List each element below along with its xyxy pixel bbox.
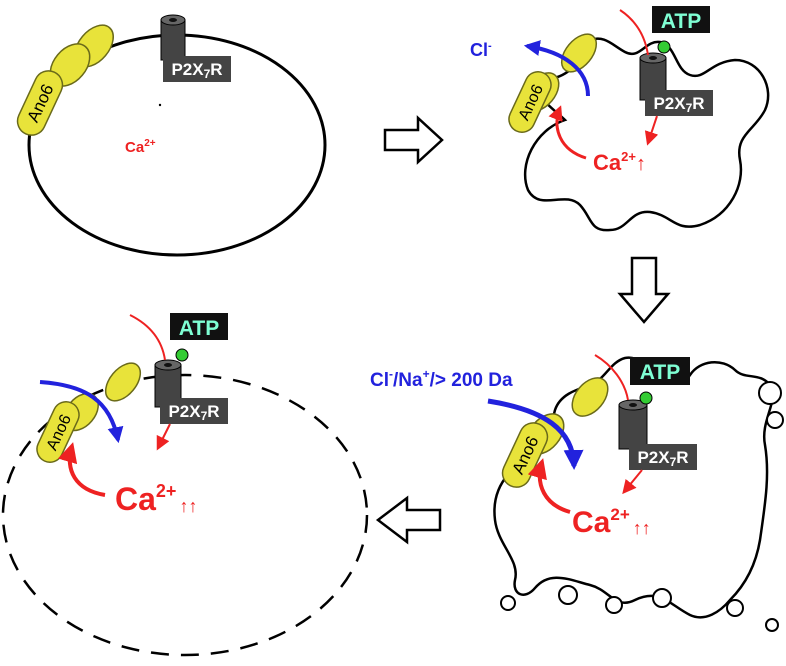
p2x7r-label-box [163,56,231,82]
stage-4-ruptured-cell: Ano6 P2X7R ATP Ca2+↑↑ [1,313,369,657]
membrane-bleb-icon [765,618,779,632]
atp-label: ATP [640,361,680,384]
p2x7r-label: P2X7R [171,60,222,81]
ano6-partner-subunit-icon [104,362,142,402]
p2x7r-pore [169,18,177,22]
p2x7r-receptor-icon: P2X7R [618,399,697,470]
atp-signal-line [129,314,166,361]
calcium-to-ano6-arrow [527,458,571,514]
step-arrow-left-icon [375,495,442,545]
atp-ligand-icon [657,40,671,54]
p2x7r-cylinder-body [160,19,186,61]
membrane-bleb-icon [605,596,623,614]
step-arrow-right-icon [383,115,444,165]
calcium-to-ano6-arrow [548,105,587,160]
p2x7r-label-box [629,444,697,470]
calcium-influx-arrow [644,115,659,146]
p2x7r-receptor-icon: P2X7R [154,359,228,424]
calcium-label: Ca2+↑↑ [115,481,197,517]
calcium-to-ano6-arrow [57,442,106,497]
speck-dot [158,103,162,107]
atp-label: ATP [179,317,219,340]
p2x7r-receptor-icon: P2X7R [639,52,713,116]
stage-1-resting-cell: Ano6 P2X7R Ca2+ [16,14,327,257]
atp-ligand-icon [639,391,653,405]
membrane-bleb-icon [766,411,784,429]
cell-membrane-ruptured [1,373,369,657]
atp-ligand-icon [175,348,189,362]
chloride-label: Cl- [470,40,492,60]
membrane-bleb-icon [726,599,744,617]
atp-label-box [170,313,228,340]
ano6-capsule-icon [508,71,552,133]
ano6-partner-subunit-icon [571,377,609,417]
calcium-influx-arrow [622,469,643,495]
membrane-bleb-icon [758,381,782,405]
atp-signal-line [619,9,649,56]
atp-label-box [652,6,710,33]
membrane-bleb-icon [652,588,672,608]
calcium-label: Ca2+↑↑ [572,505,651,539]
ano6-capsule-icon [36,401,80,463]
membrane-bleb-icon [500,595,516,611]
calcium-label: Ca2+↑ [593,149,646,175]
ion-efflux-label: Cl-/Na+/> 200 Da [370,367,513,391]
cell-membrane-blebbing [493,356,775,619]
atp-label-box [630,357,690,385]
stage-3-blebbing-cell: Ano6 Cl-/Na+/> 200 Da P2X7R ATP Ca2+↑↑ [370,354,784,632]
ano6-channel-icon: Ano6 [16,24,114,136]
p2x7r-label-box [645,90,713,116]
membrane-bleb-icon [558,585,578,605]
p2x7r-label: P2X7R [653,94,704,115]
calcium-influx-arrow [156,423,171,451]
calcium-label: Ca2+ [125,138,156,156]
step-arrow-down-icon [617,256,671,324]
stage-2-atp-stimulated-cell: Ano6 Cl- P2X7R ATP Ca2+↑ [470,6,770,232]
p2x7r-label: P2X7R [637,448,688,469]
atp-label: ATP [661,10,701,33]
ion-efflux-arrow [487,398,584,470]
chloride-efflux-arrow [523,40,590,97]
p2x7r-receptor-icon: P2X7R [160,14,231,82]
ion-efflux-arrow [39,380,124,444]
p2x7r-label: P2X7R [168,402,219,423]
atp-signal-line [594,354,629,401]
p2x7r-label-box [160,398,228,424]
